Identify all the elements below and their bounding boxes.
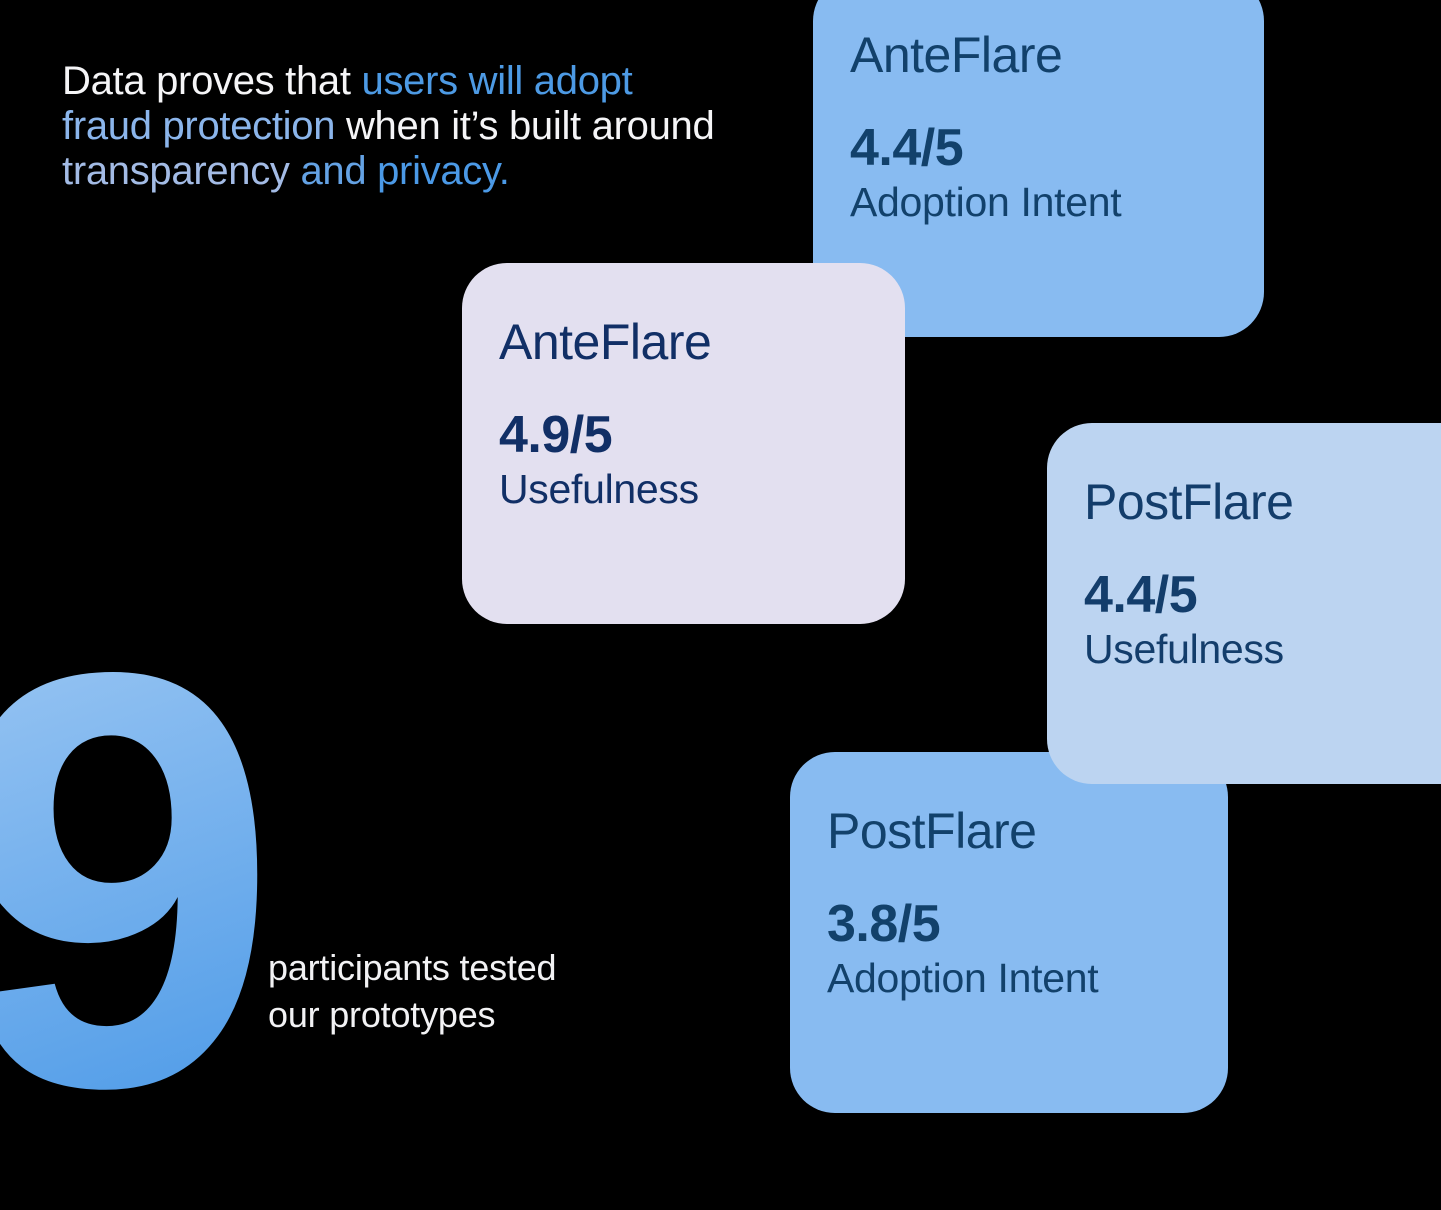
card-score: 3.8/5	[827, 895, 941, 953]
card-score: 4.9/5	[499, 406, 613, 464]
stat-caption: participants tested our prototypes	[268, 944, 557, 1038]
slide-background: { "colors": { "background": "#000000", "…	[0, 0, 1441, 1176]
card-product-name: AnteFlare	[850, 27, 1063, 83]
card-product-name: PostFlare	[1084, 474, 1294, 530]
headline-line: Data proves that users will adopt	[62, 59, 714, 104]
card-metric-label: Usefulness	[1084, 626, 1284, 672]
card-product-name: AnteFlare	[499, 314, 712, 370]
headline-segment: transparency	[62, 149, 290, 193]
headline-segment: and	[289, 149, 378, 193]
card-product-name: PostFlare	[827, 803, 1037, 859]
card-score: 4.4/5	[1084, 566, 1198, 624]
headline-line: transparency and privacy.	[62, 149, 714, 194]
stat-caption-line: our prototypes	[268, 994, 496, 1035]
card-metric-label: Usefulness	[499, 466, 699, 512]
stat-caption-line: participants tested	[268, 947, 557, 988]
stat-card-postflare-usefulness: PostFlare 4.4/5 Usefulness	[1047, 423, 1441, 784]
headline-segment: Data proves that	[62, 59, 362, 103]
headline-segment: fraud protection	[62, 104, 336, 148]
card-score: 4.4/5	[850, 119, 964, 177]
stat-card-postflare-adoption-intent: PostFlare 3.8/5 Adoption Intent	[790, 752, 1228, 1113]
headline-segment: privacy.	[377, 149, 510, 193]
headline-line: fraud protection when it’s built around	[62, 104, 715, 149]
big-stat-number: 9	[0, 586, 279, 1176]
card-metric-label: Adoption Intent	[827, 955, 1099, 1001]
stat-card-anteflare-usefulness: AnteFlare 4.9/5 Usefulness	[462, 263, 905, 624]
card-metric-label: Adoption Intent	[850, 179, 1122, 225]
headline-segment: when it’s built around	[335, 104, 715, 148]
headline-segment: users will adopt	[361, 59, 633, 103]
